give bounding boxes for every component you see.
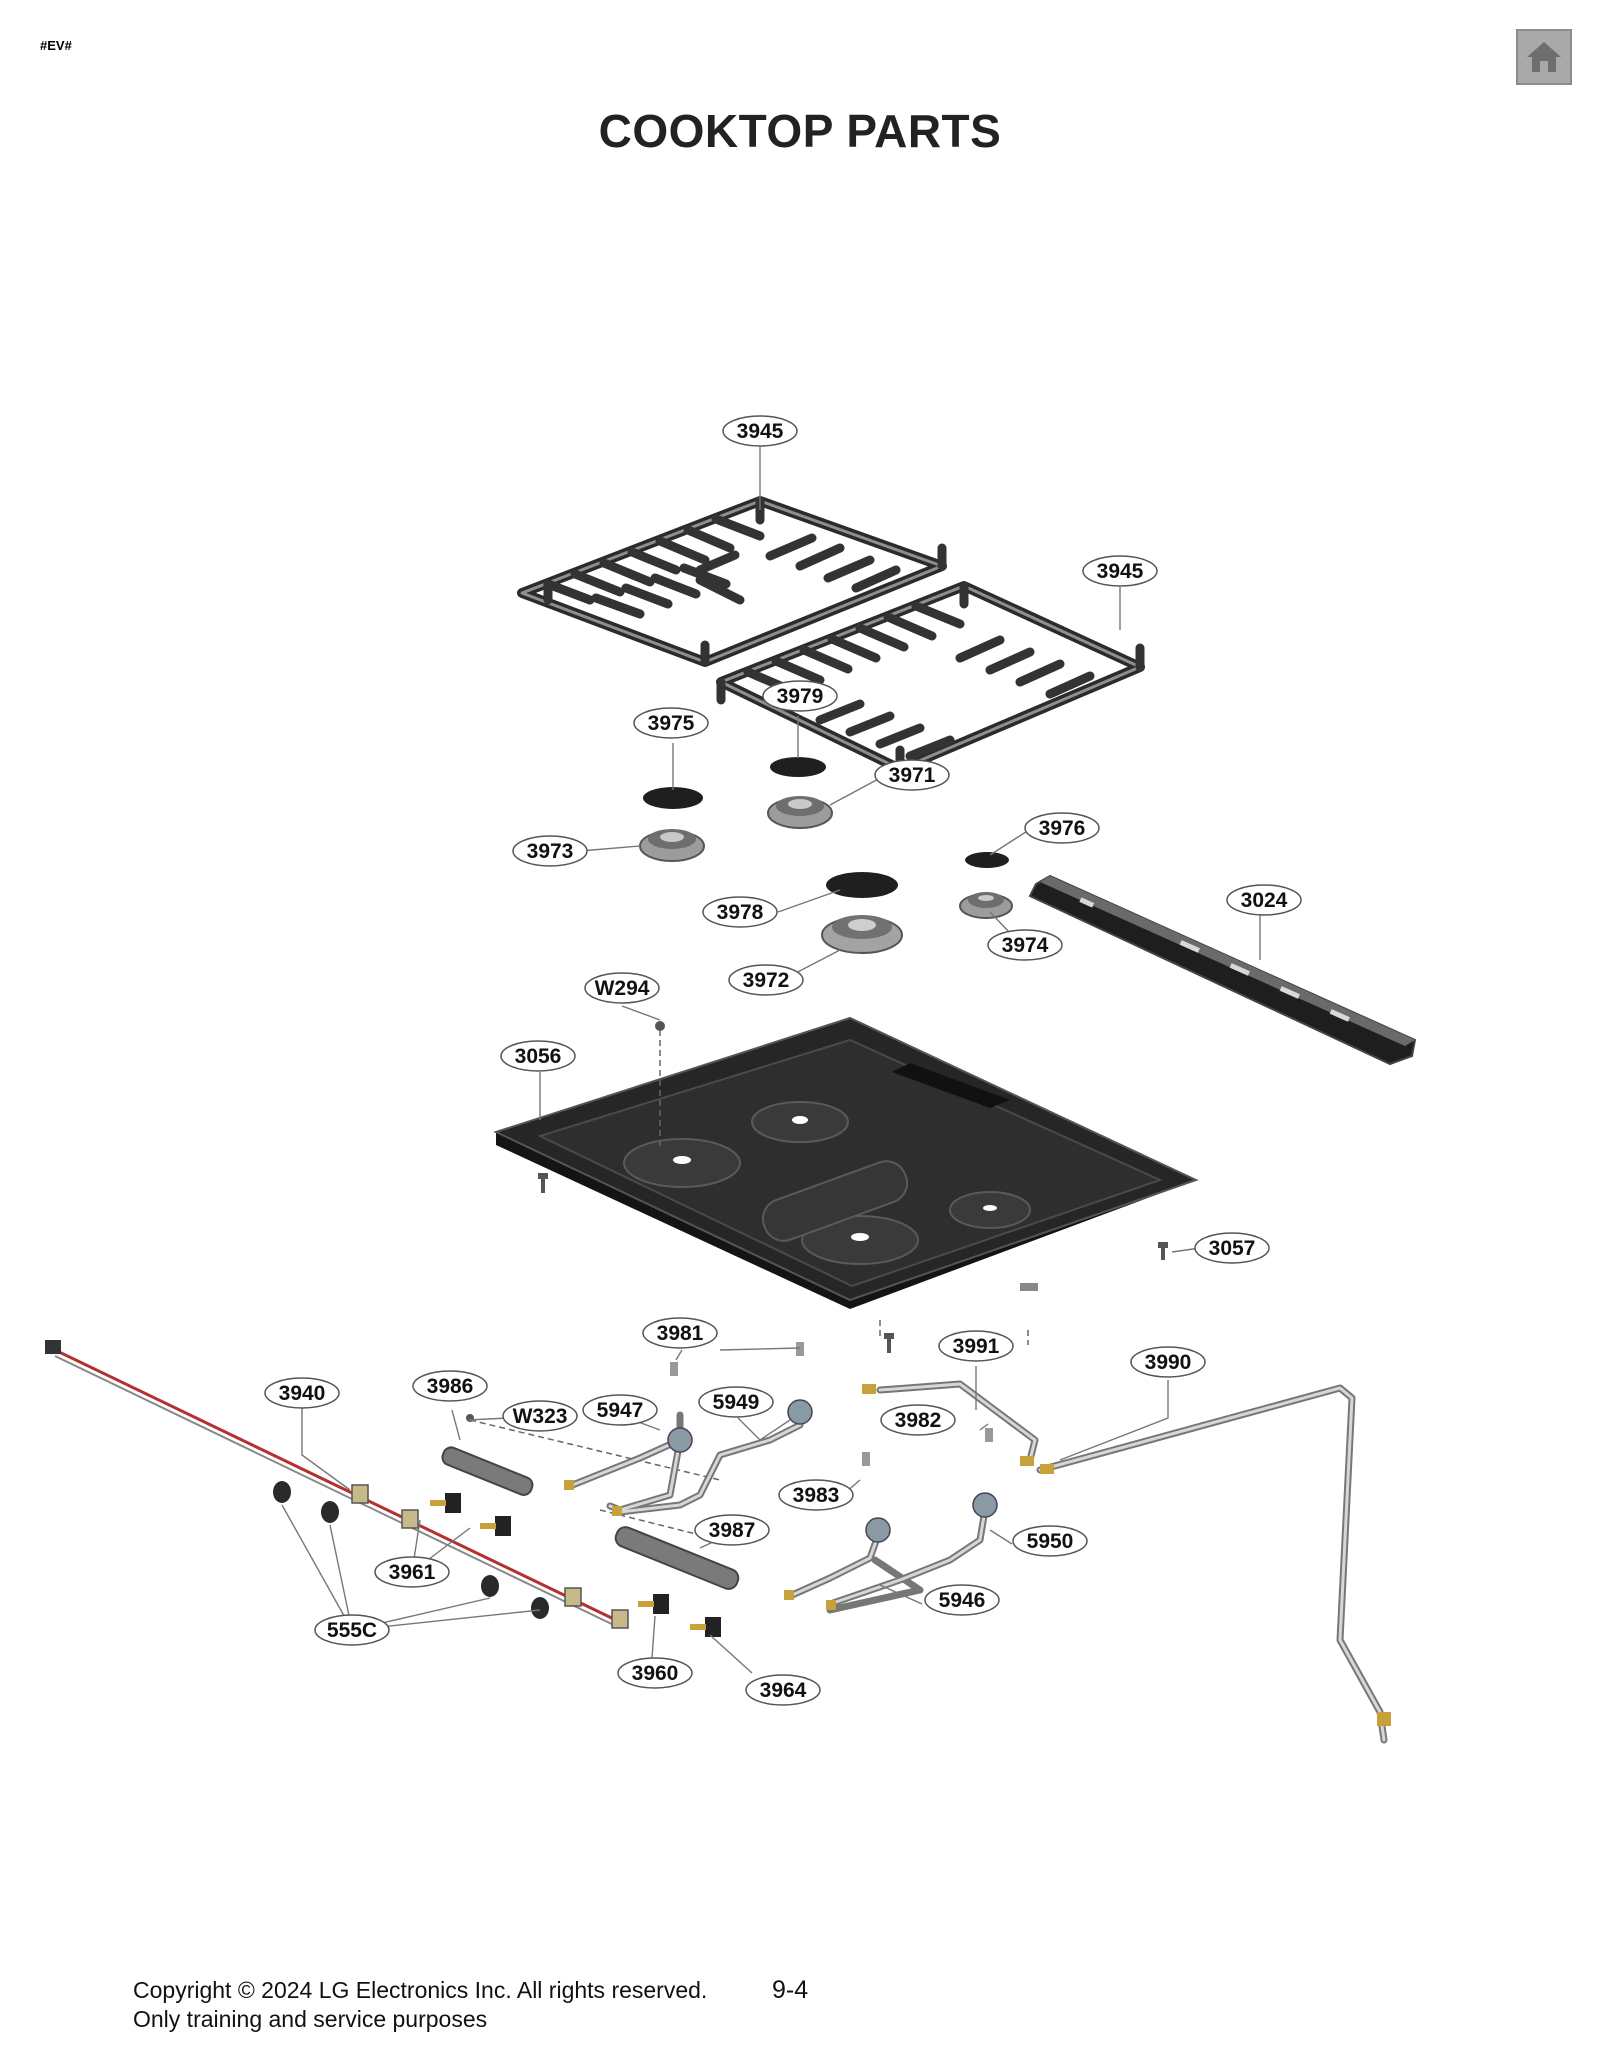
grate-right <box>716 581 1145 774</box>
callout-valve-small: 3961 <box>374 1556 450 1588</box>
callout-label: 3991 <box>953 1335 1000 1358</box>
callout-label: 3056 <box>515 1045 562 1068</box>
page-number: 9-4 <box>772 1976 809 2004</box>
callout-screw-rail: W323 <box>502 1400 578 1432</box>
callout-label: 3986 <box>427 1375 474 1398</box>
callout-label: 5947 <box>597 1399 644 1422</box>
callout-screw-right: 3057 <box>1194 1232 1270 1264</box>
callout-cap-large-right: 3979 <box>762 680 838 712</box>
callout-label: 3961 <box>389 1561 436 1584</box>
cooktop-panel <box>493 1016 1199 1309</box>
orifice-holders <box>667 1399 998 1543</box>
callout-label: W323 <box>513 1405 568 1428</box>
callout-valve-large: 3964 <box>745 1674 821 1706</box>
callout-orifice-3: 5950 <box>1012 1525 1088 1557</box>
callout-grate-1: 3945 <box>722 415 798 447</box>
callout-label: 5949 <box>713 1391 760 1414</box>
callout-label: 3983 <box>793 1484 840 1507</box>
callout-manifold-tube: 3991 <box>938 1330 1014 1362</box>
callout-bracket-b: 3982 <box>880 1404 956 1436</box>
callout-burner-small: 3974 <box>987 929 1063 961</box>
valves <box>430 1493 721 1637</box>
callout-burner-center: 3972 <box>728 964 804 996</box>
burner-left <box>639 829 705 862</box>
burner-caps-and-heads <box>639 757 1013 954</box>
purpose-text: Only training and service purposes <box>133 2006 488 2032</box>
callout-bracket-c: 3983 <box>778 1479 854 1511</box>
callout-label: 555C <box>327 1619 377 1642</box>
callout-grate-2: 3945 <box>1082 555 1158 587</box>
screws <box>466 1021 1168 1466</box>
home-icon <box>1527 42 1561 72</box>
callout-orifice-4: 5946 <box>924 1584 1000 1616</box>
callout-label: 3987 <box>709 1519 756 1542</box>
callout-label: 3024 <box>1241 889 1288 912</box>
callout-label: 3979 <box>777 685 824 708</box>
grommets <box>273 1481 549 1619</box>
callout-label: 3960 <box>632 1662 679 1685</box>
callout-bracket-a: 3981 <box>642 1317 718 1349</box>
wire-harness <box>45 1340 629 1629</box>
burner-right-rear <box>767 796 833 829</box>
footer: Copyright © 2024 LG Electronics Inc. All… <box>133 1976 707 2034</box>
callout-label: 3973 <box>527 840 574 863</box>
callout-label: 3945 <box>1097 560 1144 583</box>
callout-label: 3945 <box>737 420 784 443</box>
burner-center <box>821 915 903 954</box>
callout-label: 3057 <box>1209 1237 1256 1260</box>
callout-label: 3940 <box>279 1382 326 1405</box>
callout-cooktop-panel: 3056 <box>500 1040 576 1072</box>
callout-cap-center: 3978 <box>702 896 778 928</box>
page-title: COOKTOP PARTS <box>598 105 1002 157</box>
grate-left <box>517 496 947 667</box>
callout-label: W294 <box>595 977 650 1000</box>
callout-gas-inlet-tube: 3990 <box>1130 1346 1206 1378</box>
callout-label: 3976 <box>1039 817 1086 840</box>
callout-label: 3975 <box>648 712 695 735</box>
callout-rail-right: 3987 <box>694 1514 770 1546</box>
callout-label: 3981 <box>657 1322 704 1345</box>
callout-valve: 3960 <box>617 1657 693 1689</box>
callout-control-trim: 3024 <box>1226 884 1302 916</box>
document-tag: #EV# <box>40 38 72 53</box>
callout-burner-left: 3973 <box>512 835 588 867</box>
callout-label: 3964 <box>760 1679 807 1702</box>
burner-small <box>959 892 1013 919</box>
leader-lines <box>281 447 1261 1674</box>
callout-cap-small: 3976 <box>1024 812 1100 844</box>
callout-label: 5946 <box>939 1589 986 1612</box>
callout-orifice-2: 5949 <box>698 1386 774 1418</box>
gas-tubes <box>564 1380 1391 1744</box>
callout-harness: 3940 <box>264 1377 340 1409</box>
callout-label: 3978 <box>717 901 764 924</box>
burner-rails <box>441 1446 740 1590</box>
callout-cap-left: 3975 <box>633 707 709 739</box>
callout-label: 3982 <box>895 1409 942 1432</box>
copyright-text: Copyright © 2024 LG Electronics Inc. All… <box>133 1977 708 2003</box>
callout-rail-left: 3986 <box>412 1370 488 1402</box>
callout-orifice-1: 5947 <box>582 1394 658 1426</box>
callout-label: 3990 <box>1145 1351 1192 1374</box>
callout-label: 3971 <box>889 764 936 787</box>
callout-grommet: 555C <box>314 1614 390 1646</box>
part-callouts: 3945 3945 3979 3975 3971 3973 3976 3978 3974 3972… <box>264 415 1302 1706</box>
home-button[interactable] <box>1516 29 1572 85</box>
callout-label: 3974 <box>1002 934 1049 957</box>
callout-burner-right-rear: 3971 <box>874 759 950 791</box>
control-trim <box>1028 874 1417 1066</box>
callout-label: 5950 <box>1027 1530 1074 1553</box>
callout-screw-top: W294 <box>584 972 660 1004</box>
callout-label: 3972 <box>743 969 790 992</box>
